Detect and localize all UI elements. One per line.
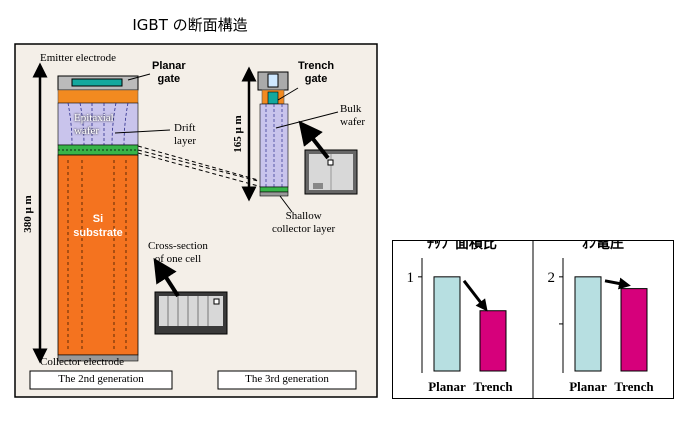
- bar-trench: [620, 288, 648, 372]
- gen3-label: The 3rd generation: [245, 373, 329, 385]
- trench-gate-label: Trench gate: [298, 60, 334, 86]
- trench-gate-line2: gate: [304, 73, 328, 85]
- trench-igbt-cross-section: [257, 71, 289, 197]
- epitaxial-wafer-label: Epitaxial wafer: [74, 112, 114, 138]
- planar-gate-label: Planar gate: [152, 60, 186, 86]
- shallow-line2: collector layer: [272, 223, 336, 235]
- gen3-box: [217, 370, 357, 390]
- si-line1: Si: [92, 213, 104, 225]
- thickness-380-label: 380 μ m: [22, 195, 34, 233]
- shallow-collector-label: Shallow collector layer: [272, 210, 335, 236]
- planar-gate-line1: Planar: [152, 60, 186, 72]
- y-tick-label: 2: [548, 270, 556, 286]
- bulk-line1: Bulk: [340, 103, 362, 115]
- bulk-line2: wafer: [340, 116, 366, 128]
- si-substrate-label: Si substrate: [58, 212, 138, 240]
- chart-title: ﾁｯﾌﾟ面積比: [427, 240, 497, 252]
- x-tick-label: Trench: [614, 379, 654, 394]
- bar-planar: [433, 276, 461, 372]
- drift-layer-label: Drift layer: [174, 122, 196, 148]
- si-line2: substrate: [73, 227, 123, 239]
- one-cell-cross-section-image: [154, 291, 228, 335]
- decrease-arrow: [604, 277, 631, 290]
- collector-electrode-label: Collector electrode: [40, 356, 124, 368]
- shallow-line1: Shallow: [285, 210, 322, 222]
- chip-photo-image: [304, 149, 358, 195]
- emitter-electrode-label: Emitter electrode: [40, 52, 117, 64]
- drift-line2: layer: [174, 135, 196, 147]
- decrease-arrow: [462, 279, 488, 312]
- gen2-label: The 2nd generation: [58, 373, 144, 385]
- cross-section-label: Cross-section of one cell: [148, 240, 208, 266]
- cross-line1: Cross-section: [148, 240, 208, 252]
- epitaxial-line2: wafer: [74, 125, 100, 137]
- page-title: IGBT の断面構造: [132, 16, 248, 34]
- bulk-wafer-label: Bulk wafer: [340, 103, 365, 129]
- x-tick-label: Planar: [428, 379, 466, 394]
- y-tick-label: 1: [407, 270, 415, 286]
- x-tick-label: Planar: [569, 379, 607, 394]
- epitaxial-line1: Epitaxial: [74, 112, 114, 124]
- x-tick-label: Trench: [473, 379, 513, 394]
- cross-line2: of one cell: [154, 253, 202, 265]
- bar-planar: [574, 276, 602, 372]
- chart-title: ｵﾝ電圧: [582, 240, 624, 252]
- planar-igbt-cross-section: [57, 75, 139, 362]
- trench-gate-line1: Trench: [298, 60, 335, 72]
- thickness-165-label: 165 μ m: [232, 115, 244, 153]
- bar-trench: [479, 310, 507, 372]
- gen2-box: [29, 370, 173, 390]
- planar-gate-line2: gate: [157, 73, 181, 85]
- drift-line1: Drift: [174, 122, 196, 134]
